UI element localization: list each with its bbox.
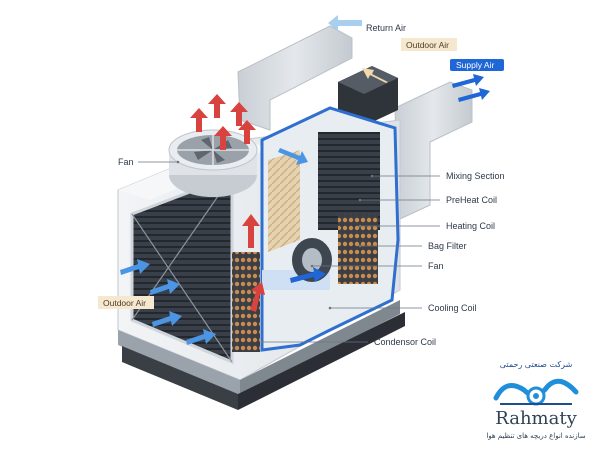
label-outdoor-air-top: Outdoor Air [406,40,449,50]
supply-air-duct [394,81,473,221]
label-supply-air-tag: Supply Air [450,59,504,71]
label-mixing-section: Mixing Section [446,171,505,181]
label-fan-inner: Fan [428,261,444,271]
brand-company-fa: شرکت صنعتی رحمتی [499,360,573,369]
label-cooling-coil: Cooling Coil [428,303,477,313]
label-outdoor-air-top-tag: Outdoor Air [401,38,457,51]
preheat-coil-filter [268,150,300,252]
interior-cutaway [232,106,400,352]
fan-icon [177,135,249,165]
mixing-section-panel [318,132,380,230]
label-heating-coil: Heating Coil [446,221,495,231]
brand-logo: شرکت صنعتی رحمتی Rahmaty سازنده انواع در… [478,360,594,446]
label-supply-air: Supply Air [456,60,494,70]
label-preheat-coil: PreHeat Coil [446,195,497,205]
inner-fan [292,238,332,282]
brand-mark-icon [493,378,579,406]
label-return-air: Return Air [366,23,406,33]
brand-name-en: Rahmaty [495,408,577,429]
label-outdoor-air-left-tag: Outdoor Air [98,296,154,309]
airflow-arrows [120,15,490,345]
return-air-duct [237,25,353,131]
label-outdoor-air-left: Outdoor Air [103,298,146,308]
label-fan-top: Fan [118,157,134,167]
label-bag-filter: Bag Filter [428,241,467,251]
top-fan-housing [168,129,258,197]
label-condensor-coil: Condensor Coil [374,337,436,347]
leader-lines [138,160,440,344]
brand-tagline-fa: سازنده انواع دریچه های تنظیم هوا [486,432,586,440]
heating-coil [338,214,378,284]
